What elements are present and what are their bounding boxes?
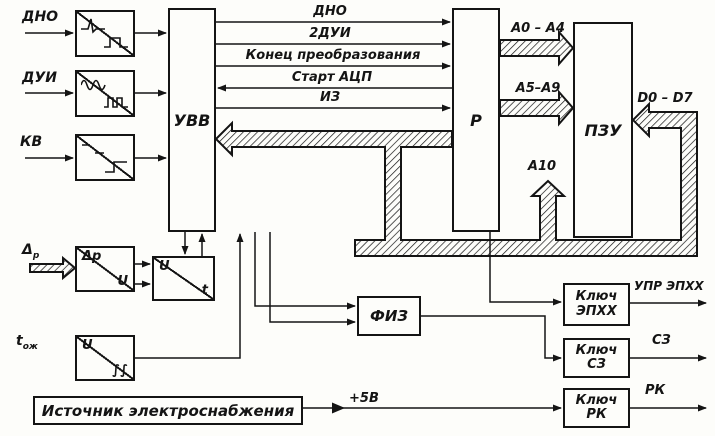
sine-waveform-icon	[81, 79, 106, 91]
plus5v-arrowhead	[332, 402, 345, 414]
contact-levels-waveform-icon	[82, 144, 104, 154]
power-rail-label-5v: +5В	[349, 391, 379, 406]
signal-label-2dui: 2ДУИ	[309, 26, 351, 41]
t-symbol: t	[16, 333, 23, 349]
signal-label-dno: ДНО	[313, 4, 347, 19]
key-rk-label-2: РК	[586, 407, 607, 422]
processor-block: Р	[452, 8, 500, 232]
input-label-dui: ДУИ	[22, 70, 57, 86]
key-sz-block: Ключ СЗ	[563, 338, 630, 378]
key-sz-label-2: СЗ	[587, 357, 606, 372]
signal-label-iz: ИЗ	[319, 90, 341, 105]
uvv-label: УВВ	[173, 110, 211, 130]
bus-label-d0-d7: D0 – D7	[637, 91, 693, 106]
input-label-dno: ДНО	[22, 9, 59, 25]
fiz-block: ФИЗ	[357, 296, 421, 336]
conv-ut-input-label: U	[159, 259, 170, 274]
shaper-dui-block	[75, 70, 135, 117]
pressure-voltage-converter-block: Δр U	[75, 246, 135, 292]
common-bus	[214, 101, 698, 257]
bus-a5-a9	[499, 89, 575, 127]
signal-label-eoc: Конец преобразования	[245, 48, 421, 63]
uvv-block: УВВ	[168, 8, 216, 232]
power-source-label: Источник электроснабжения	[41, 401, 295, 420]
key-ephh-label-2: ЭПХХ	[576, 303, 617, 319]
conv-t-output-label: ∫∫	[112, 363, 128, 378]
rom-label: ПЗУ	[584, 120, 622, 140]
output-label-upr-ephh: УПР ЭПХХ	[634, 279, 704, 293]
power-source-block: Источник электроснабжения	[33, 396, 303, 425]
shaper-dno-block	[75, 10, 135, 57]
shaper-kv-block	[75, 134, 135, 181]
bus-label-a0-a4: А0 – А4	[511, 21, 565, 36]
key-sz-label-1: Ключ	[575, 342, 618, 358]
conv-ut-output-label: t	[201, 283, 208, 298]
line-uvv-to-fiz-1	[254, 232, 356, 310]
key-ephh-block: Ключ ЭПХХ	[563, 283, 630, 326]
bus-label-a10: А10	[527, 159, 557, 174]
input-label-kv: КВ	[20, 134, 43, 150]
signal-label-start-adc: Старт АЦП	[291, 70, 373, 85]
square-pulse-waveform-icon	[104, 37, 128, 48]
step-waveform-icon	[105, 161, 127, 173]
output-label-rk: РК	[645, 383, 666, 398]
rom-block: ПЗУ	[573, 22, 633, 238]
key-ephh-label-1: Ключ	[575, 289, 618, 305]
line-fiz-to-key-sz	[421, 315, 562, 362]
conv-dp-input-label: Δр	[82, 249, 102, 264]
output-label-sz: СЗ	[652, 333, 671, 348]
temperature-converter-block: U ∫∫	[75, 335, 135, 381]
input-label-dp: Δр	[22, 242, 40, 262]
key-rk-label-1: Ключ	[575, 392, 618, 408]
key-rk-block: Ключ РК	[563, 388, 630, 428]
line-p-to-key-ephh	[489, 232, 562, 306]
voltage-time-converter-block: U t	[152, 256, 215, 301]
bus-dp-input	[29, 255, 77, 281]
bus-label-a5-a9: А5–А9	[515, 81, 561, 96]
bus-a0-a4	[499, 29, 575, 67]
input-label-tozh: tож	[16, 333, 38, 353]
double-pulse-waveform-icon	[104, 97, 128, 108]
conv-dp-output-label: U	[117, 274, 128, 289]
t-subscript: ож	[22, 341, 38, 352]
dp-subscript: р	[32, 250, 40, 261]
processor-label: Р	[470, 110, 482, 130]
spike-pulse-waveform-icon	[81, 18, 105, 34]
line-uvv-to-fiz-2	[269, 232, 356, 326]
fiz-label: ФИЗ	[369, 307, 409, 325]
line-tozh-to-uvv	[135, 233, 244, 359]
dp-symbol: Δ	[22, 242, 33, 258]
conv-t-input-label: U	[82, 338, 93, 353]
